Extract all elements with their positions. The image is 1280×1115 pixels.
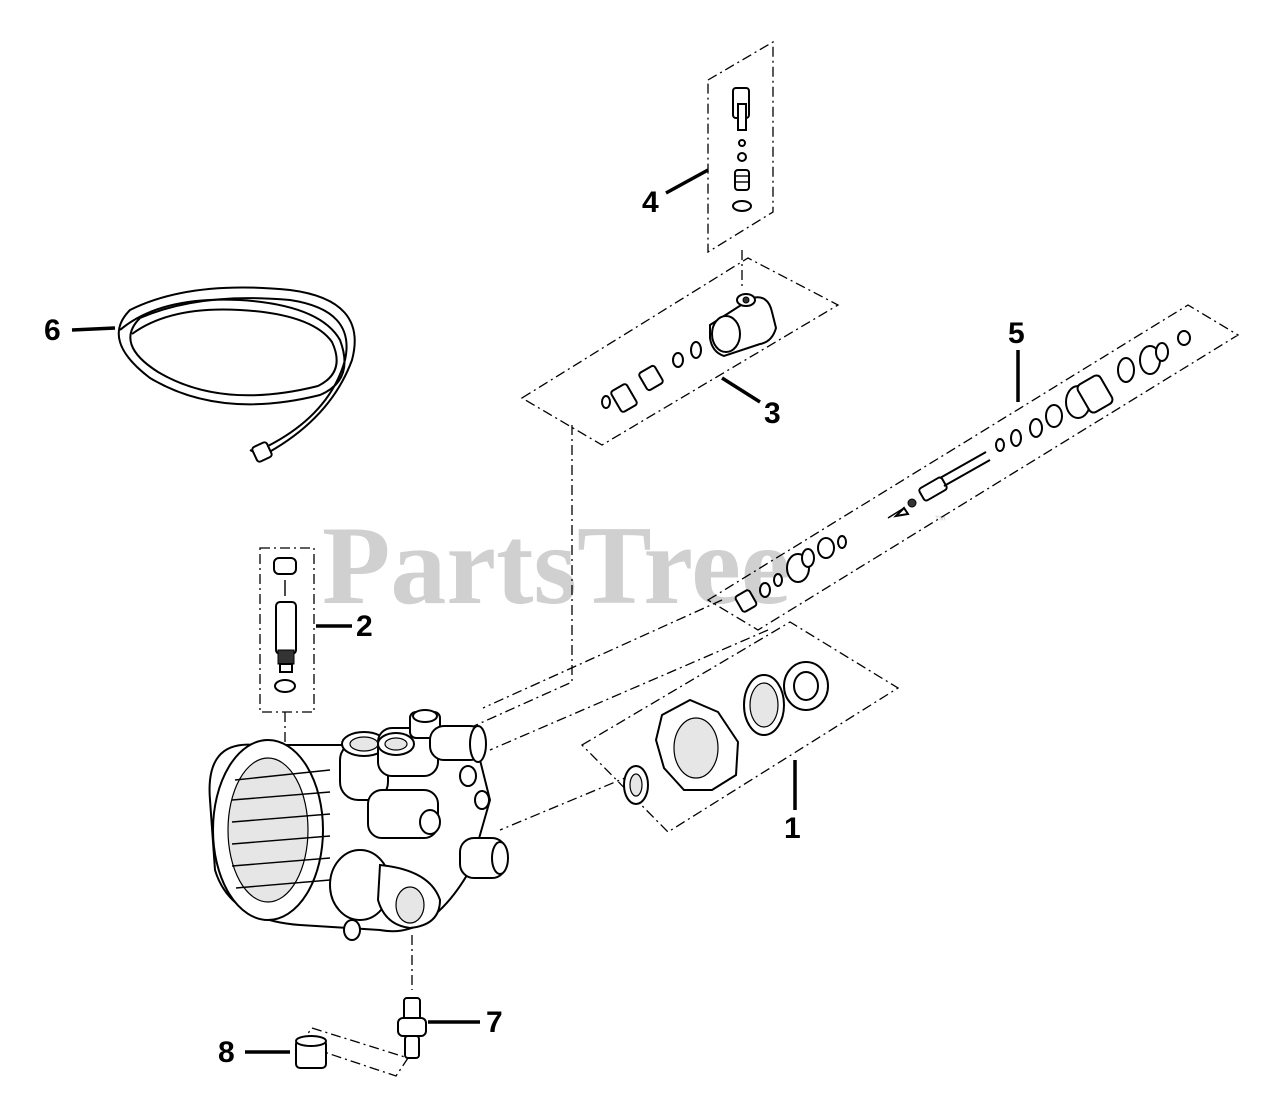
callout-7: 7 [486, 1006, 503, 1039]
callout-5: 5 [1008, 317, 1025, 350]
callout-labels: 1 2 3 4 5 6 7 8 [44, 186, 1025, 1069]
group-1-inlet-filter-kit [580, 621, 900, 833]
watermark: PartsTree ™ [322, 504, 946, 628]
part-8-bushing [295, 1027, 410, 1077]
callout-8: 8 [218, 1036, 235, 1069]
leader-lines [71, 168, 1020, 1054]
group-3-unloader-kit [520, 257, 840, 446]
callout-2: 2 [356, 610, 373, 643]
projection-lines [284, 250, 769, 990]
callout-3: 3 [764, 397, 781, 430]
pump-housing [208, 709, 509, 941]
callout-6: 6 [44, 314, 61, 347]
group-2-inlet-valve-kit [259, 547, 315, 713]
group-4-relief-valve-kit [707, 40, 774, 254]
group-5-injector-kit [706, 304, 1240, 631]
part-7-plug [397, 997, 427, 1059]
watermark-text: PartsTree [322, 504, 791, 628]
callout-4: 4 [642, 186, 659, 219]
callout-1: 1 [784, 812, 801, 845]
hose-part-6 [117, 286, 356, 463]
